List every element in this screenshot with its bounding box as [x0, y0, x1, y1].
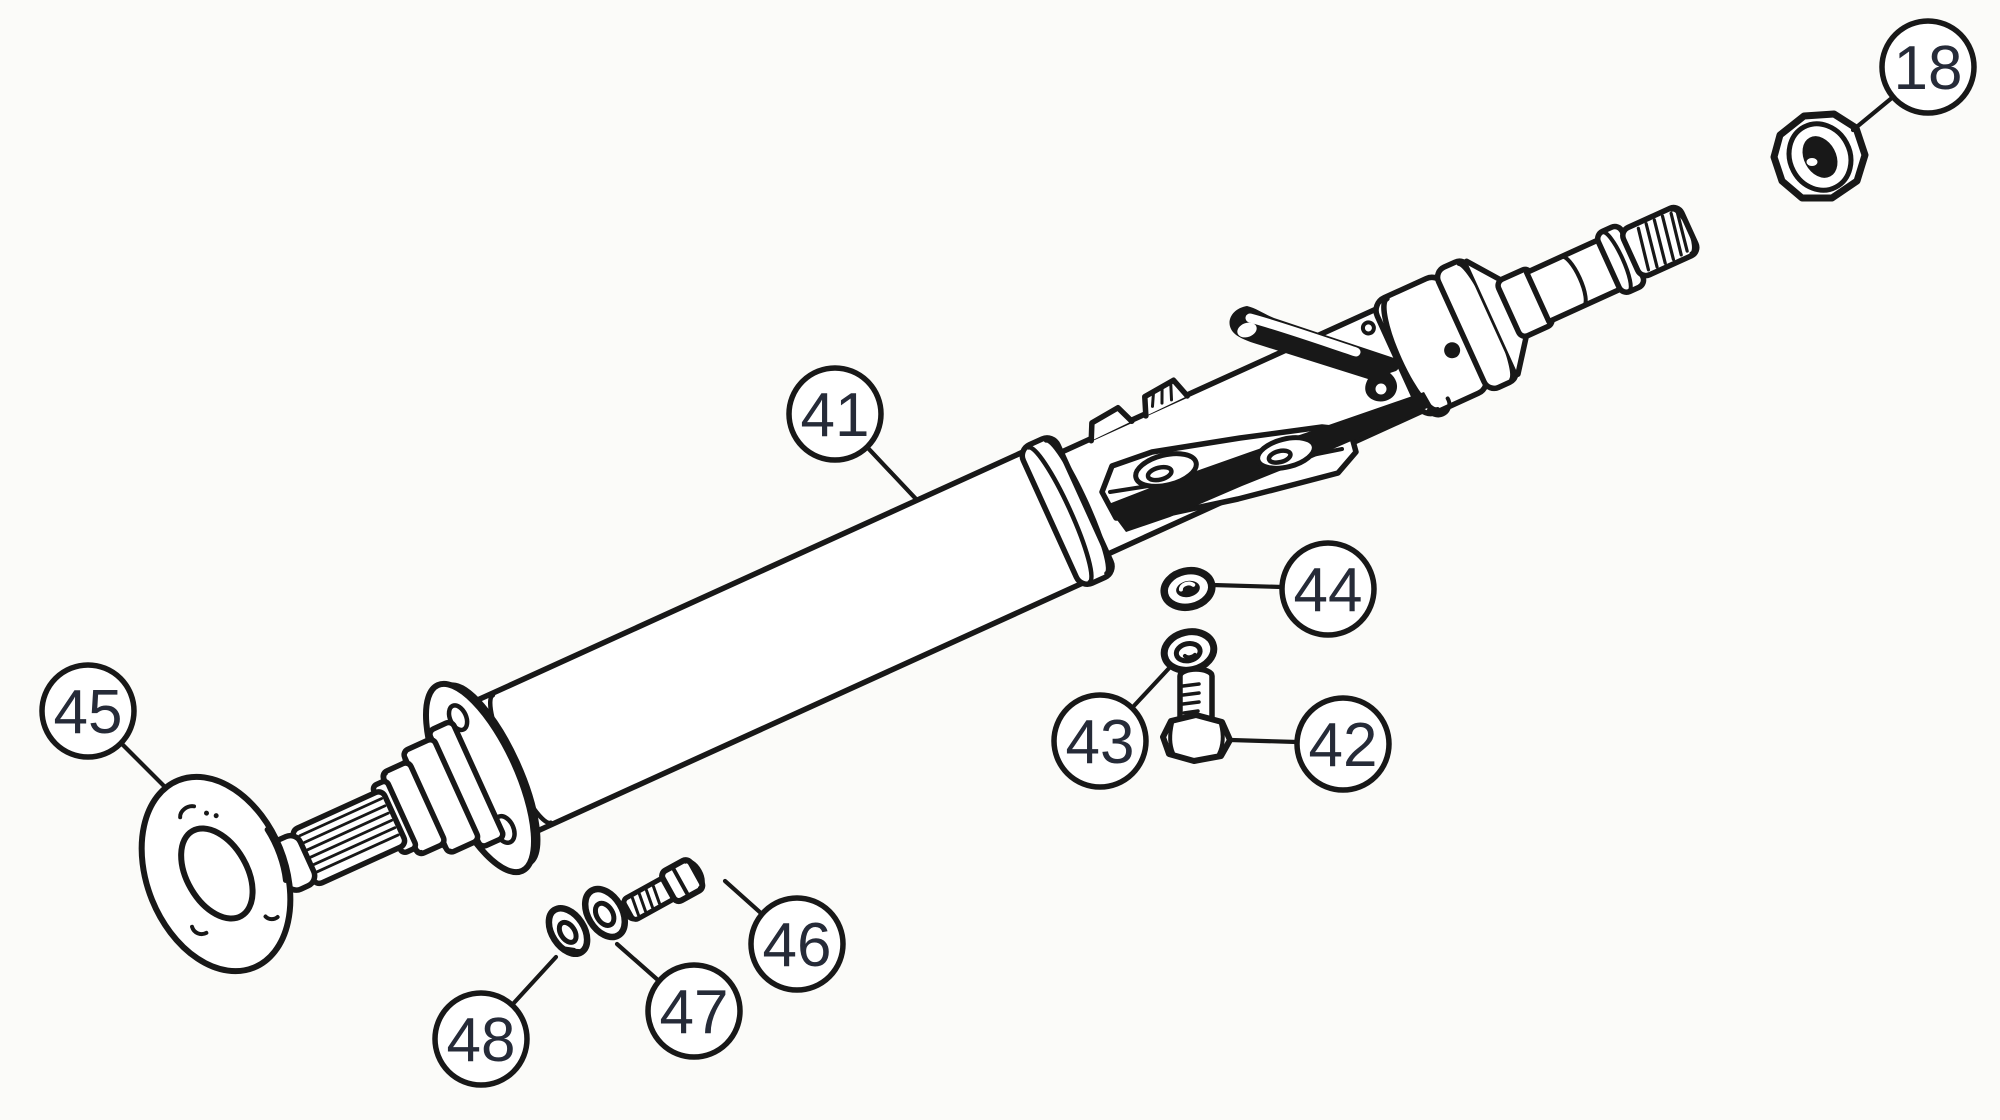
- callout-43-circle: [1051, 692, 1149, 790]
- callout-46-number: 46: [763, 911, 832, 980]
- callout-47-circle: [645, 962, 743, 1060]
- part-washer-47: [581, 885, 629, 941]
- callout-46: 46: [748, 895, 846, 993]
- callout-45-circle: [39, 662, 137, 760]
- leader-lines: [118, 94, 1896, 1008]
- leader-43: [1129, 662, 1175, 711]
- thread-hatching: [630, 884, 661, 917]
- part-spring-washer-48: [545, 905, 591, 957]
- callout-18-circle: [1879, 18, 1977, 116]
- bracket-slot: [1133, 451, 1199, 489]
- leader-18: [1850, 94, 1896, 133]
- callout-48-number: 48: [447, 1006, 516, 1075]
- leader-45: [118, 740, 169, 791]
- callout-18: 18: [1879, 18, 1977, 116]
- callout-42: 42: [1294, 695, 1392, 793]
- tip-end-arc: [1669, 207, 1696, 256]
- band-arc: [1026, 444, 1094, 585]
- leader-47: [614, 941, 662, 984]
- spline-hatching: [298, 797, 400, 874]
- bracket-slot: [1255, 435, 1317, 471]
- thread-hatching: [1181, 682, 1201, 715]
- tube-tab: [1142, 377, 1191, 419]
- callout-45: 45: [39, 662, 137, 760]
- callout-46-circle: [748, 895, 846, 993]
- tube-hole: [1360, 320, 1376, 336]
- callout-43: 43: [1051, 692, 1149, 790]
- ink-layer: [118, 94, 1896, 1008]
- callouts: 18 41 42 43 44 45 46 47: [39, 18, 1977, 1088]
- callout-44-circle: [1279, 540, 1377, 638]
- callout-47-number: 47: [660, 978, 729, 1047]
- tab-hatching: [1150, 382, 1174, 408]
- leader-44: [1210, 582, 1285, 590]
- callout-41-number: 41: [801, 381, 870, 450]
- callout-45-number: 45: [54, 678, 123, 747]
- part-bolt-46: [620, 857, 706, 922]
- leader-48: [509, 954, 559, 1008]
- callout-47: 47: [645, 962, 743, 1060]
- part-nut-18: [1770, 110, 1869, 202]
- callout-18-number: 18: [1894, 34, 1963, 103]
- thread-hatching: [1636, 211, 1689, 272]
- callout-44: 44: [1279, 540, 1377, 638]
- housing-hole: [1444, 342, 1461, 359]
- callout-48: 48: [432, 990, 530, 1088]
- housing-notch: [1426, 396, 1452, 418]
- callout-41-circle: [786, 365, 884, 463]
- callout-48-circle: [432, 990, 530, 1088]
- part-bolt-42: [1160, 666, 1233, 764]
- part-disc-45: [138, 773, 294, 975]
- leader-41: [864, 444, 919, 502]
- callout-42-circle: [1294, 695, 1392, 793]
- leader-42: [1228, 737, 1300, 745]
- callout-44-number: 44: [1294, 556, 1363, 625]
- shaft-ring-groove: [1600, 230, 1633, 293]
- tube-tab: [1088, 404, 1135, 444]
- leader-46: [722, 878, 765, 917]
- clamp-strap: [1229, 306, 1400, 402]
- band-arc: [1043, 438, 1111, 576]
- callout-41: 41: [786, 365, 884, 463]
- callout-43-number: 43: [1066, 708, 1135, 777]
- shaft-seam-arc: [1559, 254, 1588, 308]
- callout-42-number: 42: [1309, 711, 1378, 780]
- part-nut-44: [1160, 566, 1216, 612]
